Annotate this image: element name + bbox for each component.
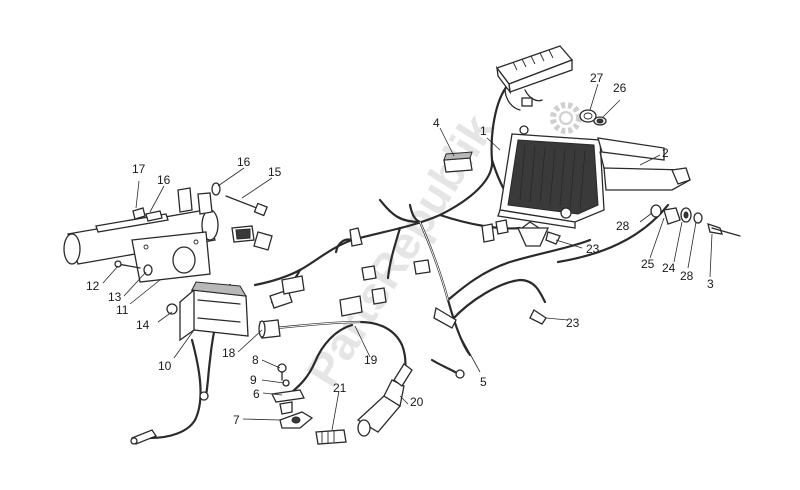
callout-1: 1 xyxy=(480,124,487,138)
callout-5: 5 xyxy=(480,375,487,389)
callout-23-upper: 23 xyxy=(586,242,600,256)
callout-17: 17 xyxy=(132,162,146,176)
callout-7: 7 xyxy=(233,413,240,427)
watermark-gear-icon xyxy=(550,102,582,134)
callout-11: 11 xyxy=(116,303,129,317)
callout-14: 14 xyxy=(136,318,150,332)
watermark-text: PartsRepublik xyxy=(296,105,504,395)
fuse-connector-block xyxy=(495,45,574,135)
callout-24: 24 xyxy=(662,261,676,275)
callout-10: 10 xyxy=(158,359,172,373)
callout-12: 12 xyxy=(86,279,100,293)
sensor-parts xyxy=(271,363,314,429)
callout-15: 15 xyxy=(268,165,282,179)
callout-26: 26 xyxy=(613,81,627,95)
callout-16-right: 16 xyxy=(237,155,251,169)
upper-bolts xyxy=(132,182,268,222)
callout-28-right: 28 xyxy=(680,269,694,283)
callout-16-left: 16 xyxy=(157,173,171,187)
callout-6: 6 xyxy=(253,387,260,401)
callout-23-lower: 23 xyxy=(566,316,580,330)
mounting-bracket xyxy=(597,137,691,191)
rubber-grommets xyxy=(579,109,607,126)
callout-8: 8 xyxy=(252,353,259,367)
callout-19: 19 xyxy=(364,353,378,367)
callout-9: 9 xyxy=(250,373,257,387)
spark-plug-parts xyxy=(315,363,413,445)
callout-28-left: 28 xyxy=(616,219,630,233)
harness-connectors xyxy=(177,187,561,339)
callout-27: 27 xyxy=(590,71,604,85)
watermark: PartsRepublik xyxy=(296,105,504,395)
battery-holder xyxy=(166,281,249,342)
ring-terminals xyxy=(130,369,465,445)
voltage-regulator xyxy=(497,133,605,239)
callout-leaders xyxy=(102,83,713,431)
callout-2: 2 xyxy=(662,146,669,160)
fastener-stack xyxy=(650,204,741,237)
relay-cover xyxy=(443,151,473,173)
callout-13: 13 xyxy=(108,290,122,304)
callout-20: 20 xyxy=(410,395,424,409)
callout-4: 4 xyxy=(433,116,440,130)
callout-25: 25 xyxy=(641,257,655,271)
callout-3: 3 xyxy=(707,277,714,291)
battery-tube-assembly xyxy=(63,209,219,283)
callout-labels: 1 2 3 4 5 6 7 8 9 10 11 12 13 14 15 16 1… xyxy=(86,71,714,427)
callout-21: 21 xyxy=(333,381,347,395)
callout-18: 18 xyxy=(222,346,236,360)
